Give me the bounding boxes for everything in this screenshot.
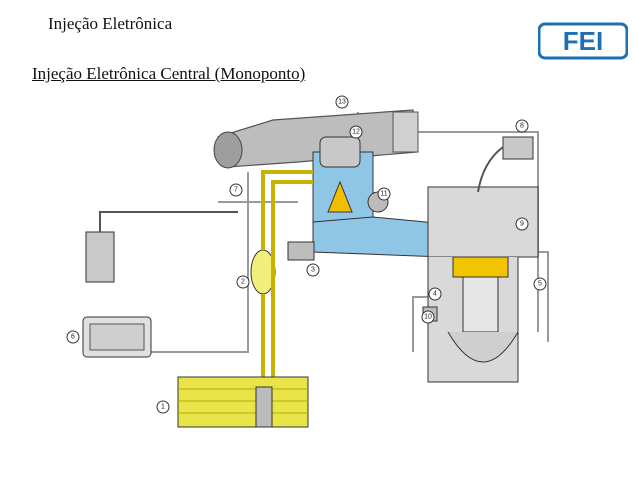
svg-text:6: 6 [71, 334, 75, 341]
fei-logo: FEI [538, 22, 628, 60]
slide-header-title: Injeção Eletrônica [48, 14, 173, 33]
callout-9: 9 [515, 217, 529, 231]
callout-10: 10 [421, 310, 435, 324]
svg-text:10: 10 [424, 314, 432, 321]
svg-text:13: 13 [338, 99, 346, 106]
fuel-tank [177, 376, 309, 428]
ecu-module [82, 316, 152, 358]
callout-12: 12 [349, 125, 363, 139]
svg-text:3: 3 [311, 267, 315, 274]
monopoint-injection-diagram: 1 2 3 4 5 6 7 8 9 10 11 12 13 [66, 95, 549, 428]
callout-1: 1 [156, 400, 170, 414]
callout-6: 6 [66, 330, 80, 344]
svg-text:11: 11 [380, 191, 387, 198]
ignition-coil [477, 136, 534, 193]
svg-text:7: 7 [234, 187, 238, 194]
svg-text:5: 5 [538, 281, 542, 288]
callout-8: 8 [515, 119, 529, 133]
callout-11: 11 [377, 187, 391, 201]
svg-text:9: 9 [520, 221, 524, 228]
callout-3: 3 [306, 263, 320, 277]
callout-13: 13 [335, 95, 349, 109]
fuel-lines [261, 170, 313, 392]
carbon-canister [85, 211, 238, 283]
map-sensor [287, 241, 315, 261]
svg-text:8: 8 [520, 123, 524, 130]
callout-7: 7 [229, 183, 243, 197]
svg-text:2: 2 [241, 279, 245, 286]
fei-logo-text: FEI [563, 26, 603, 56]
svg-text:4: 4 [433, 291, 437, 298]
svg-text:1: 1 [161, 404, 165, 411]
engine-block [427, 186, 539, 383]
slide-subtitle: Injeção Eletrônica Central (Monoponto) [32, 64, 306, 83]
callout-5: 5 [533, 277, 547, 291]
callout-4: 4 [428, 287, 442, 301]
svg-text:12: 12 [352, 129, 360, 136]
callout-2: 2 [236, 275, 250, 289]
